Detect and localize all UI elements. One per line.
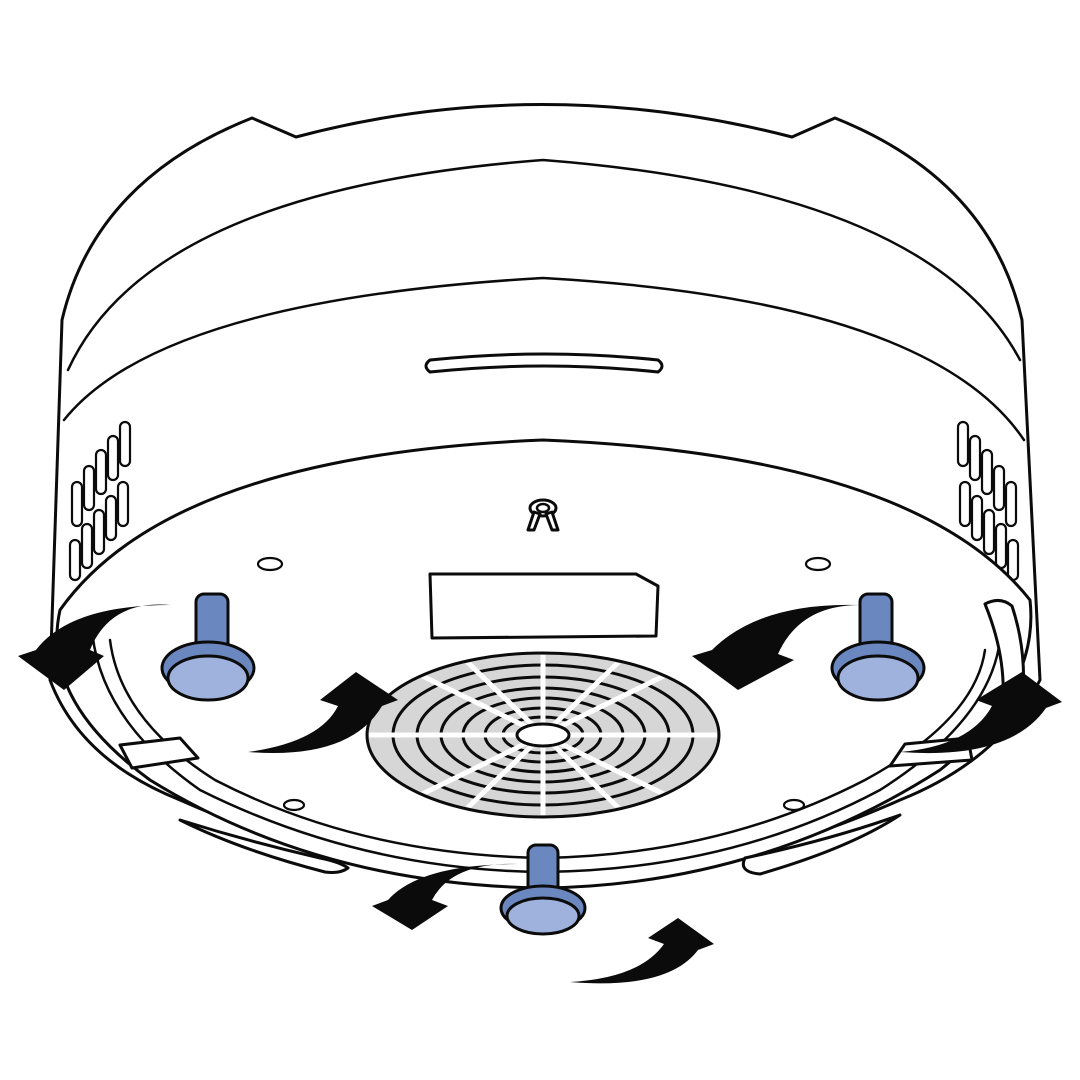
- right-vent-slots: [956, 420, 1020, 582]
- left-vent-slots: [68, 420, 132, 582]
- rotate-arrow-left-upper: [18, 604, 170, 690]
- left-foot[interactable]: [160, 592, 256, 702]
- rotate-arrow-front-lower: [570, 918, 714, 984]
- fan-grille-icon: [365, 651, 721, 819]
- rotate-arrow-left-lower: [248, 672, 398, 754]
- rotate-arrow-right-upper: [692, 604, 860, 690]
- front-foot[interactable]: [499, 843, 587, 936]
- rotate-arrow-right-lower: [900, 672, 1062, 754]
- right-foot[interactable]: [830, 592, 926, 702]
- rotate-arrow-front-upper: [372, 863, 518, 930]
- hanger-loop-icon: [526, 498, 560, 532]
